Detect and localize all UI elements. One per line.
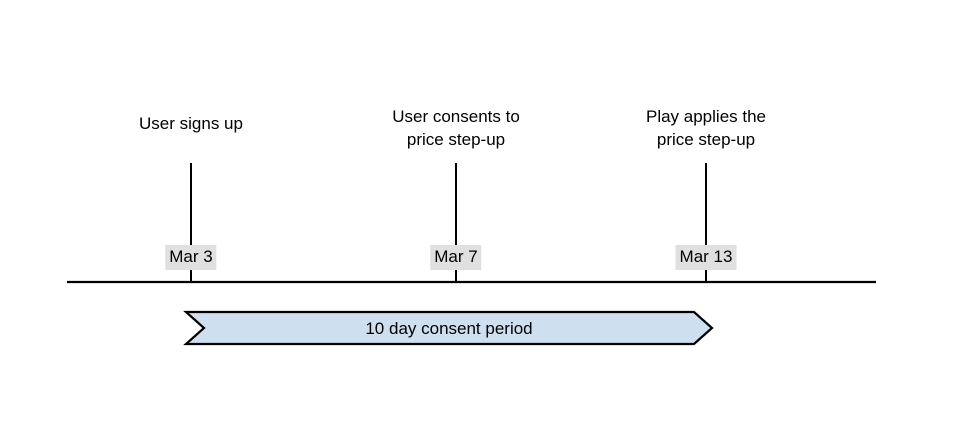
caption-line: price step-up [406,130,506,149]
date-label-play-applies-step-up: Mar 13 [675,245,737,270]
event-caption-user-signs-up: User signs up [139,112,243,135]
consent-period-arrow-shape [183,310,714,346]
event-caption-user-consents: User consents to price step-up [392,105,520,151]
caption-line: Play applies the [645,107,767,126]
caption-line: price step-up [656,130,756,149]
event-caption-play-applies-step-up: Play applies the price step-up [646,105,766,151]
caption-line: User consents to [392,107,520,126]
date-label-user-consents: Mar 7 [430,245,482,270]
date-label-user-signs-up: Mar 3 [165,245,217,270]
caption-line: User signs up [139,114,243,133]
consent-period-label: 10 day consent period [365,319,533,338]
consent-period-band [183,310,714,346]
